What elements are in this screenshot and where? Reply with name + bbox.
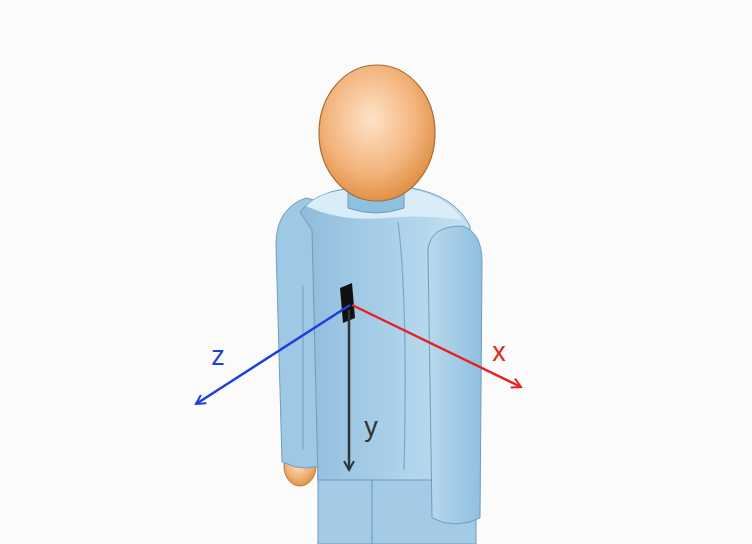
axis-label: x <box>492 339 506 366</box>
y-axis-arrow <box>348 310 351 470</box>
seam <box>302 285 303 450</box>
head <box>319 65 435 201</box>
right-arm <box>428 226 482 524</box>
sensor <box>340 283 355 323</box>
seam <box>398 222 405 470</box>
axis-label: y <box>364 414 378 441</box>
axis-label: z <box>211 343 225 370</box>
z-axis-arrow <box>196 305 350 404</box>
leg-split <box>371 470 373 544</box>
x-axis-arrow <box>352 305 521 387</box>
